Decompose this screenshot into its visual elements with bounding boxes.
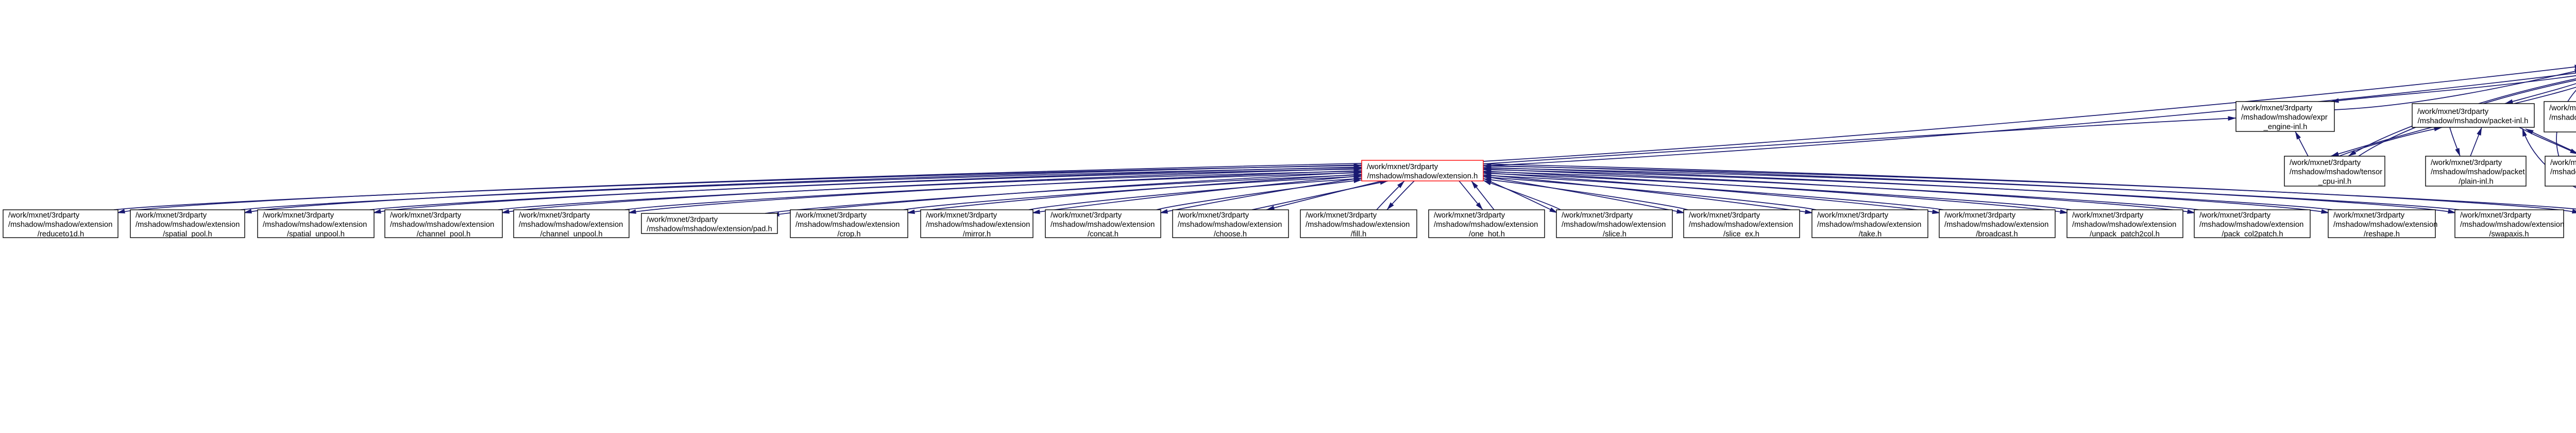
svg-text:/mshadow/mshadow/extension.h: /mshadow/mshadow/extension.h <box>1367 172 1478 180</box>
svg-text:/reshape.h: /reshape.h <box>2364 230 2400 238</box>
svg-text:/mshadow/mshadow/extension: /mshadow/mshadow/extension <box>390 221 494 229</box>
svg-text:/work/mxnet/3rdparty: /work/mxnet/3rdparty <box>2460 211 2532 220</box>
svg-text:/mshadow/mshadow/extension: /mshadow/mshadow/extension <box>1050 221 1155 229</box>
svg-text:/concat.h: /concat.h <box>1088 230 1118 238</box>
svg-text:/work/mxnet/3rdparty: /work/mxnet/3rdparty <box>2333 211 2405 220</box>
svg-text:/choose.h: /choose.h <box>1214 230 1247 238</box>
svg-text:/mshadow/mshadow/extension: /mshadow/mshadow/extension <box>1944 221 2048 229</box>
svg-text:/mshadow/mshadow/expr: /mshadow/mshadow/expr <box>2241 113 2328 122</box>
svg-text:/mshadow/mshadow/extension: /mshadow/mshadow/extension <box>1562 221 1666 229</box>
svg-text:/mshadow/mshadow/extension: /mshadow/mshadow/extension <box>2460 221 2564 229</box>
svg-text:/work/mxnet/3rdparty: /work/mxnet/3rdparty <box>1434 211 1505 220</box>
svg-text:/spatial_pool.h: /spatial_pool.h <box>163 230 212 238</box>
svg-text:/mshadow/mshadow/packet: /mshadow/mshadow/packet <box>2550 168 2576 176</box>
svg-text:/work/mxnet/3rdparty: /work/mxnet/3rdparty <box>2241 104 2313 112</box>
svg-text:/plain-inl.h: /plain-inl.h <box>2459 177 2493 186</box>
svg-text:/mshadow/mshadow/extension: /mshadow/mshadow/extension <box>1306 221 1410 229</box>
svg-text:/work/mxnet/3rdparty: /work/mxnet/3rdparty <box>1367 163 1438 171</box>
svg-text:/work/mxnet/3rdparty: /work/mxnet/3rdparty <box>1944 211 2016 220</box>
svg-text:/slice_ex.h: /slice_ex.h <box>1723 230 1759 238</box>
svg-text:/mshadow/mshadow/extension: /mshadow/mshadow/extension <box>1817 221 1921 229</box>
svg-text:/take.h: /take.h <box>1859 230 1882 238</box>
svg-text:/work/mxnet/3rdparty: /work/mxnet/3rdparty <box>2199 211 2271 220</box>
svg-text:/work/mxnet/3rdparty: /work/mxnet/3rdparty <box>2072 211 2144 220</box>
svg-text:/mshadow/mshadow/extension: /mshadow/mshadow/extension <box>2199 221 2303 229</box>
svg-text:/mshadow/mshadow/extension: /mshadow/mshadow/extension <box>2333 221 2437 229</box>
svg-text:/mshadow/mshadow/extension/pad: /mshadow/mshadow/extension/pad.h <box>647 225 772 234</box>
svg-text:/work/mxnet/3rdparty: /work/mxnet/3rdparty <box>1306 211 1377 220</box>
svg-text:_cpu-inl.h: _cpu-inl.h <box>2318 177 2351 186</box>
svg-text:/work/mxnet/3rdparty: /work/mxnet/3rdparty <box>647 215 718 224</box>
svg-text:/work/mxnet/3rdparty: /work/mxnet/3rdparty <box>519 211 590 220</box>
svg-text:/slice.h: /slice.h <box>1603 230 1626 238</box>
svg-text:/mshadow/mshadow/packet-inl.h: /mshadow/mshadow/packet-inl.h <box>2418 117 2529 125</box>
svg-text:/pack_col2patch.h: /pack_col2patch.h <box>2222 230 2283 238</box>
svg-text:/mshadow/mshadow/extension: /mshadow/mshadow/extension <box>2072 221 2176 229</box>
svg-text:/mshadow/mshadow/extension: /mshadow/mshadow/extension <box>263 221 367 229</box>
svg-text:/mshadow/mshadow/tensor: /mshadow/mshadow/tensor <box>2290 168 2382 176</box>
svg-text:/work/mxnet/3rdparty: /work/mxnet/3rdparty <box>135 211 207 220</box>
svg-text:/one_hot.h: /one_hot.h <box>1469 230 1505 238</box>
svg-text:/work/mxnet/3rdparty: /work/mxnet/3rdparty <box>1817 211 1889 220</box>
svg-text:/crop.h: /crop.h <box>837 230 860 238</box>
svg-text:/work/mxnet/3rdparty: /work/mxnet/3rdparty <box>263 211 334 220</box>
svg-text:/mshadow/mshadow/extension: /mshadow/mshadow/extension <box>1434 221 1538 229</box>
svg-text:/swapaxis.h: /swapaxis.h <box>2489 230 2529 238</box>
svg-text:/work/mxnet/3rdparty: /work/mxnet/3rdparty <box>2417 108 2489 116</box>
svg-text:/reduceto1d.h: /reduceto1d.h <box>38 230 84 238</box>
svg-text:/work/mxnet/3rdparty: /work/mxnet/3rdparty <box>795 211 867 220</box>
svg-text:/work/mxnet/3rdparty: /work/mxnet/3rdparty <box>926 211 997 220</box>
svg-text:/work/mxnet/3rdparty: /work/mxnet/3rdparty <box>1050 211 1122 220</box>
svg-text:/work/mxnet/3rdparty: /work/mxnet/3rdparty <box>2431 159 2502 167</box>
svg-text:/mshadow/mshadow/extension: /mshadow/mshadow/extension <box>1178 221 1282 229</box>
svg-text:/unpack_patch2col.h: /unpack_patch2col.h <box>2090 230 2160 238</box>
svg-text:/fill.h: /fill.h <box>1351 230 1366 238</box>
svg-text:/mshadow/mshadow/extension: /mshadow/mshadow/extension <box>795 221 900 229</box>
svg-text:/mshadow/mshadow/tensor: /mshadow/mshadow/tensor <box>2549 114 2576 122</box>
svg-text:/channel_pool.h: /channel_pool.h <box>417 230 471 238</box>
svg-text:/work/mxnet/3rdparty: /work/mxnet/3rdparty <box>1689 211 1760 220</box>
svg-text:/work/mxnet/3rdparty: /work/mxnet/3rdparty <box>390 211 462 220</box>
svg-text:/mshadow/mshadow/extension: /mshadow/mshadow/extension <box>135 221 240 229</box>
svg-text:/mshadow/mshadow/extension: /mshadow/mshadow/extension <box>1689 221 1793 229</box>
svg-text:/channel_unpool.h: /channel_unpool.h <box>540 230 603 238</box>
svg-text:/mirror.h: /mirror.h <box>963 230 991 238</box>
svg-text:/mshadow/mshadow/extension: /mshadow/mshadow/extension <box>926 221 1030 229</box>
svg-text:/mshadow/mshadow/extension: /mshadow/mshadow/extension <box>8 221 112 229</box>
svg-text:/work/mxnet/3rdparty: /work/mxnet/3rdparty <box>2290 159 2361 167</box>
svg-text:/work/mxnet/3rdparty: /work/mxnet/3rdparty <box>8 211 80 220</box>
svg-text:/mshadow/mshadow/extension: /mshadow/mshadow/extension <box>519 221 623 229</box>
svg-text:/work/mxnet/3rdparty: /work/mxnet/3rdparty <box>2550 159 2576 167</box>
svg-text:/work/mxnet/3rdparty: /work/mxnet/3rdparty <box>1562 211 1633 220</box>
svg-text:/work/mxnet/3rdparty: /work/mxnet/3rdparty <box>1178 211 1249 220</box>
svg-text:/spatial_unpool.h: /spatial_unpool.h <box>287 230 345 238</box>
svg-text:/work/mxnet/3rdparty: /work/mxnet/3rdparty <box>2549 104 2576 112</box>
svg-text:_engine-inl.h: _engine-inl.h <box>2263 123 2308 131</box>
svg-text:/broadcast.h: /broadcast.h <box>1976 230 2018 238</box>
svg-text:/mshadow/mshadow/packet: /mshadow/mshadow/packet <box>2431 168 2525 176</box>
